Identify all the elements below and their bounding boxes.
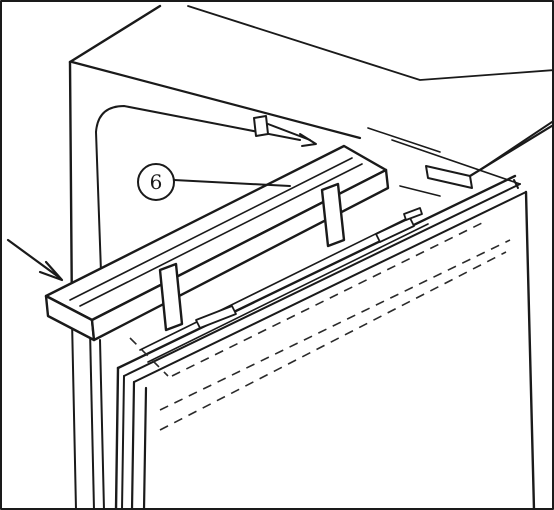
right-rail <box>367 119 554 197</box>
callout-label: 6 <box>150 170 163 194</box>
cabinet-outline <box>68 4 554 510</box>
callout-circle <box>137 163 175 201</box>
callout-leader <box>173 179 291 187</box>
top-bracket <box>253 115 317 147</box>
pointer-arrow-right <box>468 123 554 178</box>
callout-part-6: 6 <box>137 163 291 201</box>
door-panel <box>114 174 536 510</box>
fitting-strip <box>139 207 429 363</box>
bar-clips <box>158 182 346 332</box>
pointer-arrow-left <box>6 238 64 282</box>
